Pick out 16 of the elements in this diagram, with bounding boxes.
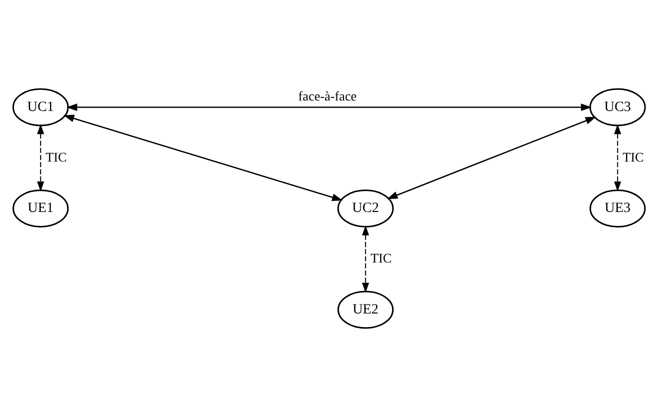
arrow bbox=[66, 103, 592, 111]
node-ellipse: UC1 bbox=[12, 88, 69, 126]
arrow bbox=[37, 124, 44, 192]
edge-label: face-à-face bbox=[298, 88, 357, 104]
node-ellipse: UE2 bbox=[337, 290, 394, 328]
node-ellipse: UE1 bbox=[12, 189, 69, 227]
edge-label: TIC bbox=[46, 148, 67, 164]
arrow bbox=[362, 224, 370, 292]
node-ellipse: UC2 bbox=[337, 189, 394, 227]
node-ellipse: UC3 bbox=[589, 88, 646, 126]
edge-label: TIC bbox=[622, 148, 644, 164]
edge-label: TIC bbox=[370, 250, 392, 266]
arrow bbox=[63, 114, 343, 200]
arrow bbox=[386, 116, 596, 199]
arrow bbox=[614, 124, 622, 192]
node-ellipse: UE3 bbox=[590, 189, 646, 227]
